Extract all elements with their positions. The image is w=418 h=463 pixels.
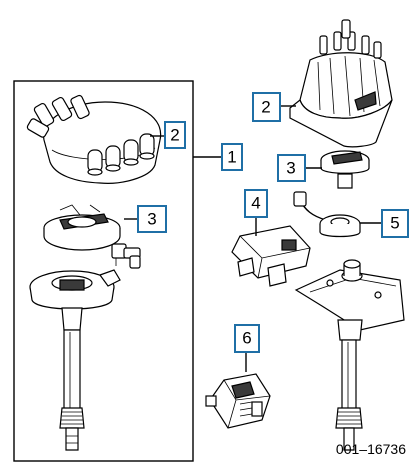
- callout-1: 1: [221, 143, 243, 171]
- pickup-coil: [293, 191, 382, 238]
- ignition-module: [231, 216, 311, 287]
- distributor-cap-right: [280, 19, 393, 148]
- rotor-left: [43, 204, 138, 251]
- callout-5: 5: [381, 209, 409, 238]
- callout-2-right: 2: [252, 92, 281, 122]
- svg-text:2: 2: [170, 126, 179, 145]
- callout-3-right: 3: [277, 154, 306, 182]
- rotor-right: [305, 150, 370, 189]
- svg-text:3: 3: [286, 159, 295, 178]
- svg-text:4: 4: [251, 194, 260, 213]
- svg-text:2: 2: [261, 98, 270, 117]
- svg-text:5: 5: [390, 214, 399, 233]
- svg-text:6: 6: [242, 329, 251, 348]
- distributor-housing-right: [294, 259, 405, 451]
- figure-code: 001–16736: [336, 441, 406, 457]
- distributor-cap-left: [26, 94, 166, 184]
- ignition-coil: [205, 352, 271, 429]
- pickup-connector-left: [111, 243, 141, 269]
- callout-2-left: 2: [164, 121, 186, 149]
- callout-4: 4: [244, 189, 268, 218]
- callout-3-left: 3: [137, 205, 167, 233]
- distributor-housing-left: [29, 269, 121, 451]
- svg-text:1: 1: [227, 148, 236, 167]
- svg-text:3: 3: [147, 210, 156, 229]
- assembly-group-frame: [13, 80, 194, 462]
- callout-6: 6: [234, 324, 260, 353]
